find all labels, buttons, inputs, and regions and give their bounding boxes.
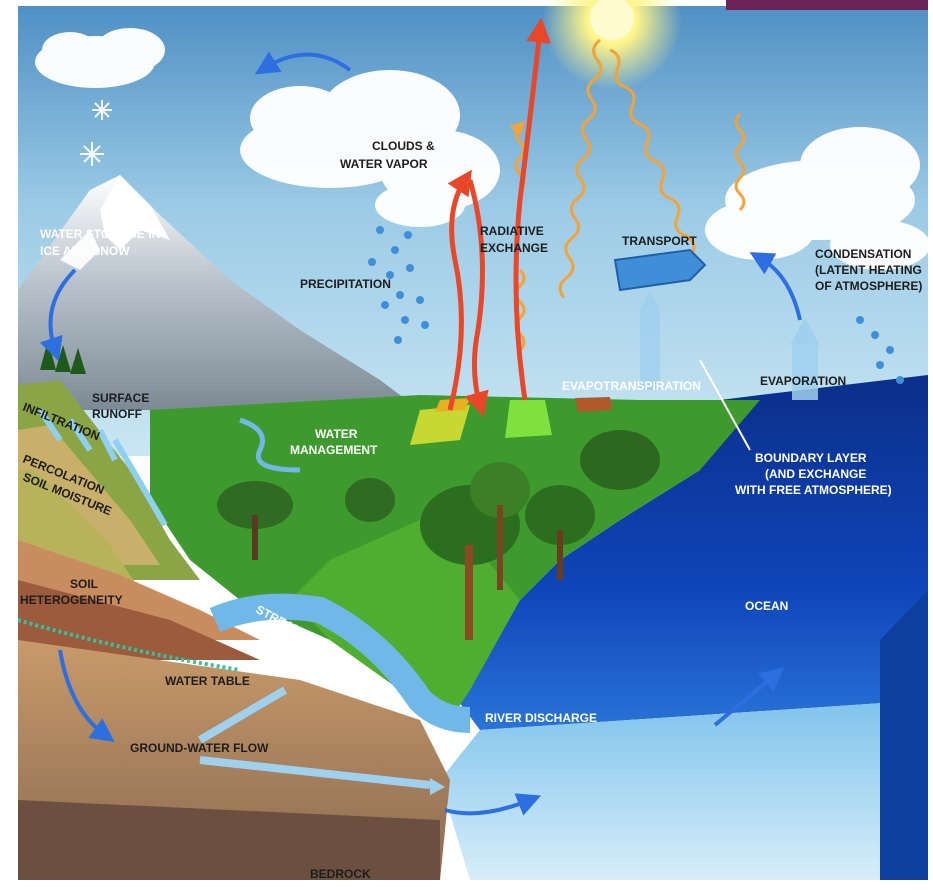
label-clouds: CLOUDS & <box>372 139 435 153</box>
water-flow-arrows <box>39 51 802 816</box>
boundary-pointer <box>699 359 751 451</box>
label-water-storage: WATER STORAGE IN <box>40 227 160 241</box>
label-precipitation: PRECIPITATION <box>300 277 391 291</box>
transport-arrow <box>197 248 820 795</box>
stream <box>209 593 471 733</box>
label-latent-heating: (LATENT HEATING <box>815 263 922 277</box>
label-ocean: OCEAN <box>745 599 788 613</box>
label-runoff: RUNOFF <box>92 407 142 421</box>
sun-icon <box>542 0 682 90</box>
radiative-arrows <box>447 17 552 418</box>
snowflake-icon <box>80 100 112 166</box>
label-soil: SOIL <box>70 577 98 591</box>
label-water-table: WATER TABLE <box>165 674 250 688</box>
trees <box>40 340 660 640</box>
label-exchange: EXCHANGE <box>480 241 548 255</box>
label-condensation: CONDENSATION <box>815 247 911 261</box>
label-free-atmosphere: WITH FREE ATMOSPHERE) <box>735 483 892 497</box>
label-bedrock: BEDROCK <box>310 867 371 881</box>
label-surface: SURFACE <box>92 391 149 405</box>
ocean-surface <box>450 375 928 730</box>
label-ground-water-flow: GROUND-WATER FLOW <box>130 741 269 755</box>
label-transport: TRANSPORT <box>622 234 697 248</box>
label-boundary-layer: BOUNDARY LAYER <box>755 451 867 465</box>
label-of-atmosphere: OF ATMOSPHERE) <box>815 279 922 293</box>
label-ice-and-snow: ICE AND SNOW <box>40 244 130 258</box>
label-river-discharge: RIVER DISCHARGE <box>485 711 597 725</box>
label-management: MANAGEMENT <box>290 443 378 457</box>
ocean-front <box>440 700 928 880</box>
label-evaporation: EVAPORATION <box>760 374 846 388</box>
label-water-vapor: WATER VAPOR <box>340 157 428 171</box>
corner-bar <box>726 0 928 10</box>
label-evapotranspiration: EVAPOTRANSPIRATION <box>562 379 701 393</box>
label-radiative: RADIATIVE <box>480 224 544 238</box>
label-heterogeneity: HETEROGENEITY <box>20 593 123 607</box>
rain-icon <box>368 226 904 384</box>
label-and-exchange: (AND EXCHANGE <box>765 467 866 481</box>
cloud-icon <box>35 28 930 270</box>
label-water: WATER <box>315 427 358 441</box>
infiltration-arrows <box>37 408 168 527</box>
